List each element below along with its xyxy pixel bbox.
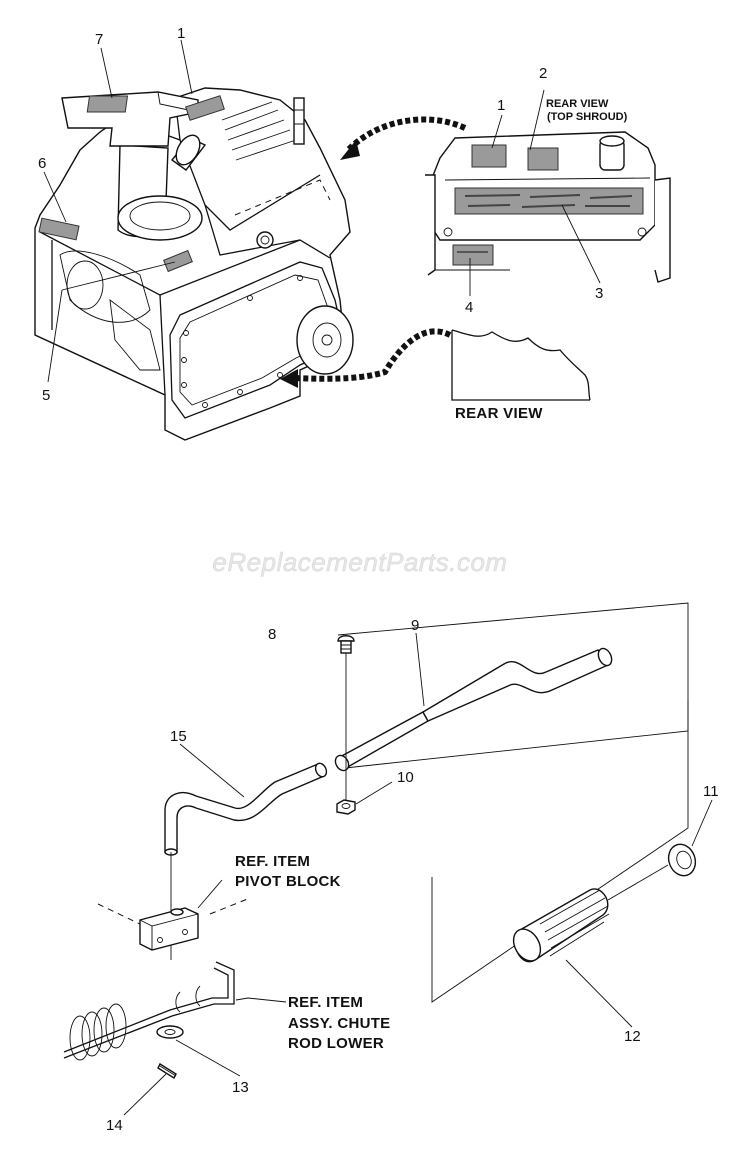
callout-7: 7	[95, 31, 103, 48]
callout-13: 13	[232, 1079, 249, 1096]
callout-numbers: 1 7 6 5 1 2 3 4 8 9 10 11 12 13 14 15	[38, 25, 719, 1134]
part-13-washer	[156, 1025, 184, 1039]
caption-rear-view: REAR VIEW	[455, 405, 543, 422]
callout-9: 9	[411, 617, 419, 634]
callout-12: 12	[624, 1028, 641, 1045]
callout-15: 15	[170, 728, 187, 745]
callout-14: 14	[106, 1117, 123, 1134]
callout-1: 1	[177, 25, 185, 42]
rod-enclosure-plane	[337, 602, 689, 769]
caption-chute-rod-1: REF. ITEM	[288, 994, 363, 1011]
caption-pivot-block-2: PIVOT BLOCK	[235, 873, 341, 890]
caption-pivot-block-1: REF. ITEM	[235, 853, 310, 870]
callout-6: 6	[38, 155, 46, 172]
watermark: eReplacementParts.com	[212, 547, 507, 577]
callout-11: 11	[703, 783, 719, 800]
snowthrower-illustration	[34, 87, 354, 441]
callout-2: 2	[539, 65, 547, 82]
captions: REAR VIEW (TOP SHROUD) REAR VIEW REF. IT…	[235, 98, 628, 1052]
rear-view-top-shroud-illustration	[425, 131, 671, 283]
grip-plane	[431, 700, 689, 1003]
callout-4: 4	[465, 299, 473, 316]
callout-8: 8	[268, 626, 276, 643]
snowthrower-leader-lines	[43, 39, 193, 383]
view-arrows	[280, 116, 467, 388]
rear-view-leader-lines	[469, 89, 601, 296]
callout-3: 3	[595, 285, 603, 302]
caption-chute-rod-3: ROD LOWER	[288, 1035, 384, 1052]
part-9-rod	[334, 647, 613, 772]
part-10-nut	[336, 799, 356, 815]
callout-5: 5	[42, 387, 50, 404]
caption-rear-view-top-shroud-1: REAR VIEW	[546, 98, 609, 110]
caption-chute-rod-2: ASSY. CHUTE	[288, 1015, 391, 1032]
rear-view-illustration	[451, 329, 591, 401]
part-15-rod	[164, 762, 328, 856]
part-11-cap	[667, 843, 697, 877]
part-8-screw	[337, 635, 355, 805]
callout-1-rear: 1	[497, 97, 505, 114]
caption-rear-view-top-shroud-2: (TOP SHROUD)	[547, 111, 628, 123]
pivot-block	[97, 852, 251, 960]
part-12-grip	[512, 864, 669, 963]
callout-10: 10	[397, 769, 414, 786]
part-14-pin	[157, 1062, 177, 1080]
chute-rod-lower	[63, 961, 235, 1061]
lower-leader-lines	[123, 632, 713, 1116]
